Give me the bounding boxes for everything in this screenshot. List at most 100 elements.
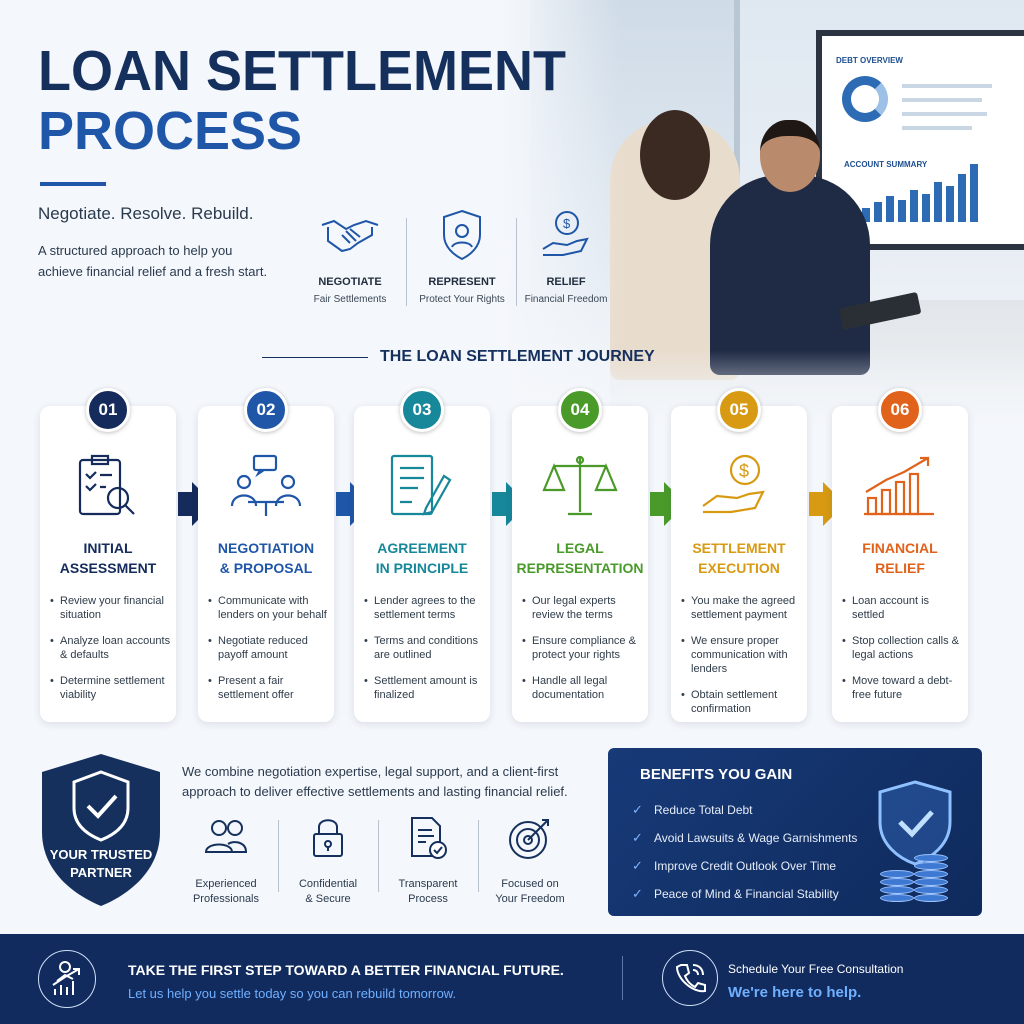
pillar-represent: REPRESENT Protect Your Rights	[412, 208, 512, 305]
step-bullet: Handle all legal documentation	[522, 674, 644, 702]
check-icon: ✓	[632, 802, 643, 817]
step-bullet: Negotiate reduced payoff amount	[208, 634, 330, 662]
pillar-negotiate: NEGOTIATE Fair Settlements	[300, 208, 400, 305]
donut-chart-icon	[842, 76, 888, 122]
pillar-title: RELIEF	[546, 276, 586, 288]
intro-description: A structured approach to help you achiev…	[38, 243, 268, 279]
check-icon: ✓	[632, 830, 643, 845]
target-icon	[509, 819, 549, 859]
scales-icon	[540, 452, 620, 522]
benefit-item: ✓Peace of Mind & Financial Stability	[632, 886, 839, 901]
check-icon: ✓	[632, 858, 643, 873]
trust-statement: We combine negotiation expertise, legal …	[182, 764, 568, 799]
lock-icon	[313, 819, 343, 857]
step-bullet: Review your financial situation	[50, 594, 172, 622]
hero-photo: DEBT OVERVIEW ACCOUNT SUMMARY	[500, 0, 1024, 430]
footer-cta-subtitle: Let us help you settle today so you can …	[128, 986, 457, 1001]
step-bullet: We ensure proper communication with lend…	[681, 634, 803, 676]
step-number-badge: 04	[558, 388, 602, 432]
check-icon: ✓	[632, 886, 643, 901]
document-pen-icon	[382, 452, 462, 522]
help-text: We're here to help.	[728, 984, 862, 1001]
wall-monitor: DEBT OVERVIEW ACCOUNT SUMMARY	[816, 30, 1024, 250]
benefit-item: ✓Improve Credit Outlook Over Time	[632, 858, 837, 873]
step-bullet: Obtain settlement confirmation	[681, 688, 803, 716]
footer-cta-bar: TAKE THE FIRST STEP TOWARD A BETTER FINA…	[0, 934, 1024, 1024]
pillar-subtitle: Fair Settlements	[313, 294, 387, 305]
pillar-title: NEGOTIATE	[318, 276, 382, 288]
phone-icon[interactable]	[662, 950, 718, 1006]
pillar-title: REPRESENT	[428, 276, 496, 288]
step-bullets: Communicate with lenders on your behalfN…	[208, 594, 330, 714]
step-bullets: Review your financial situationAnalyze l…	[50, 594, 172, 714]
document-check-icon	[411, 817, 447, 859]
tagline: Negotiate. Resolve. Rebuild.	[38, 204, 254, 223]
step-number-badge: 06	[878, 388, 922, 432]
benefits-title: BENEFITS YOU GAIN	[640, 766, 793, 783]
step-bullet: Move toward a debt-free future	[842, 674, 964, 702]
step-bullet: Analyze loan accounts & defaults	[50, 634, 172, 662]
growth-chart-icon	[860, 452, 940, 522]
hand-dollar-icon: $	[699, 452, 779, 522]
benefit-item: ✓Avoid Lawsuits & Wage Garnishments	[632, 830, 858, 845]
step-bullets: Lender agrees to the settlement termsTer…	[364, 594, 486, 714]
monitor-subtitle: ACCOUNT SUMMARY	[844, 160, 928, 169]
step-number-badge: 03	[400, 388, 444, 432]
clipboard-search-icon	[68, 452, 148, 522]
step-bullet: Loan account is settled	[842, 594, 964, 622]
trusted-partner-label: YOUR TRUSTED PARTNER	[49, 847, 153, 880]
title-underline	[40, 182, 106, 186]
step-bullet: Stop collection calls & legal actions	[842, 634, 964, 662]
journey-title: THE LOAN SETTLEMENT JOURNEY	[380, 348, 655, 365]
step-bullet: Determine settlement viability	[50, 674, 172, 702]
growth-person-icon	[38, 950, 96, 1008]
monitor-title: DEBT OVERVIEW	[836, 56, 903, 65]
advisor-person	[710, 120, 870, 375]
footer-cta-title: TAKE THE FIRST STEP TOWARD A BETTER FINA…	[128, 962, 564, 978]
trusted-partner-shield-icon	[42, 754, 160, 906]
pillar-relief: $ RELIEF Financial Freedom	[516, 208, 616, 305]
step-bullet: Lender agrees to the settlement terms	[364, 594, 486, 622]
step-title: NEGOTIATION& PROPOSAL	[217, 540, 315, 576]
step-bullet: Present a fair settlement offer	[208, 674, 330, 702]
hand-coin-icon: $	[536, 208, 596, 262]
benefit-item: ✓Reduce Total Debt	[632, 802, 753, 817]
pillar-subtitle: Financial Freedom	[524, 294, 608, 305]
step-card[interactable]: NEGOTIATION& PROPOSAL Communicate with le…	[198, 406, 334, 722]
step-bullet: Communicate with lenders on your behalf	[208, 594, 330, 622]
pillar-subtitle: Protect Your Rights	[419, 294, 505, 305]
shield-person-icon	[432, 208, 492, 262]
benefits-list: ✓Reduce Total Debt ✓Avoid Lawsuits & Wag…	[632, 796, 857, 908]
handshake-icon	[320, 208, 380, 262]
svg-text:$: $	[739, 461, 749, 481]
people-icon	[204, 820, 248, 853]
benefits-panel: BENEFITS YOU GAIN ✓Reduce Total Debt ✓Av…	[608, 748, 982, 916]
step-bullets: Our legal experts review the termsEnsure…	[522, 594, 644, 714]
page-title-line1: LOAN SETTLEMENT	[38, 39, 566, 103]
step-bullet: Terms and conditions are outlined	[364, 634, 486, 662]
page-title-line2: PROCESS	[38, 101, 303, 161]
consultation-link[interactable]: Schedule Your Free Consultation	[728, 962, 904, 976]
step-bullet: Settlement amount is finalized	[364, 674, 486, 702]
feature-confidential: Confidential& Secure	[280, 814, 376, 907]
meeting-icon	[226, 452, 306, 522]
step-bullets: Loan account is settledStop collection c…	[842, 594, 964, 714]
shield-check-icon	[878, 780, 952, 866]
step-bullet: Ensure compliance & protect your rights	[522, 634, 644, 662]
step-bullet: You make the agreed settlement payment	[681, 594, 803, 622]
step-number-badge: 02	[244, 388, 288, 432]
step-number-badge: 01	[86, 388, 130, 432]
